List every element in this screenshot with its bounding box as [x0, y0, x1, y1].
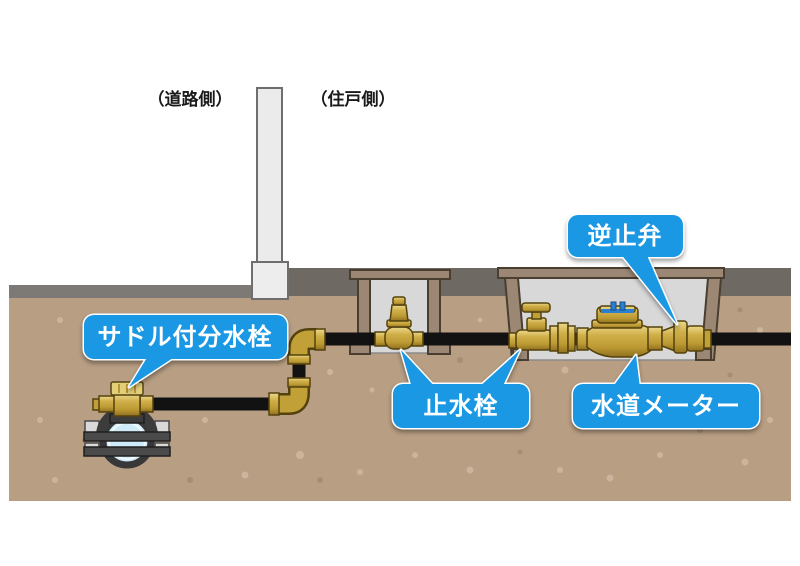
elbow-upper-flange	[287, 354, 311, 365]
callout-stop-valve: 止水栓	[391, 348, 531, 430]
check-valve-body	[686, 325, 705, 352]
corp-valve-body	[113, 393, 141, 417]
soil-speckle	[517, 449, 523, 455]
elbow-lower	[268, 377, 311, 416]
soil-speckle	[296, 451, 304, 459]
meter-lid-stripe	[601, 309, 634, 313]
water-main-assembly	[83, 381, 171, 469]
soil-speckle	[741, 458, 749, 466]
soil-speckle	[327, 369, 333, 375]
valve2-bonnet	[526, 317, 547, 332]
valve2-handle	[521, 302, 551, 313]
valve-box-lid-frame	[349, 269, 451, 280]
elbow-lower-nut	[268, 392, 280, 416]
soil-speckle	[657, 452, 663, 458]
elbow-lower-flange	[287, 377, 311, 388]
soil-speckle	[757, 327, 763, 333]
post-base	[251, 261, 289, 300]
clamp-bar-bottom	[83, 446, 171, 457]
valve1-stem	[389, 304, 409, 322]
valve1-tip	[392, 296, 406, 306]
boundary-post	[251, 87, 289, 300]
soil-speckle	[202, 417, 208, 423]
corp-valve-right-nut	[139, 395, 154, 413]
check-valve-collar	[703, 329, 712, 349]
soil-speckle	[369, 387, 375, 393]
reducer-fitting	[661, 324, 676, 353]
valve2-stem	[531, 311, 542, 320]
clamp-bar-top	[83, 431, 171, 442]
post-pillar	[256, 87, 283, 264]
meter-box-lid-frame	[497, 267, 725, 279]
road-surface	[9, 285, 252, 298]
callout-water-meter: 水道メーター	[571, 353, 761, 430]
meter-lid-clip	[610, 301, 617, 311]
soil-speckle	[477, 317, 483, 323]
soil-speckle	[767, 417, 773, 423]
callout-saddle-tap: サドル付分水栓	[82, 313, 289, 389]
check-valve-flange	[673, 320, 688, 354]
soil-speckle	[606, 474, 614, 482]
soil-speckle	[52, 477, 58, 483]
corp-valve-left-nut	[98, 395, 116, 413]
soil-speckle	[561, 366, 569, 374]
soil-speckle	[727, 372, 733, 378]
soil-speckle	[57, 317, 63, 323]
union-center	[557, 322, 569, 354]
valve1-body	[384, 326, 414, 350]
meter-train	[508, 301, 712, 358]
callout-saddle-tap-label: サドル付分水栓	[98, 324, 273, 351]
soil-speckle	[241, 471, 249, 479]
meter-body	[586, 323, 654, 358]
soil-speckle	[187, 477, 193, 483]
soil-speckle	[357, 469, 363, 475]
elbow-upper	[287, 328, 326, 365]
soil-speckle	[37, 417, 43, 423]
union-ring-right	[567, 325, 576, 352]
stop-valve-1	[374, 296, 424, 350]
soil-speckle	[317, 477, 323, 483]
road-side-label: （道路側）	[148, 89, 233, 109]
house-side-label: （住戸側）	[311, 89, 396, 109]
callout-check-valve-label: 逆止弁	[588, 222, 663, 250]
soil-speckle	[557, 467, 563, 473]
meter-lid-clip	[619, 301, 626, 311]
callout-stop-valve-label: 止水栓	[424, 393, 499, 420]
soil-speckle	[737, 307, 743, 313]
soil-speckle	[457, 357, 463, 363]
union-ring-left	[549, 325, 559, 352]
meter-outlet-coupling	[647, 326, 663, 351]
elbow-upper-nut	[314, 328, 326, 351]
callout-water-meter-label: 水道メーター	[591, 392, 741, 420]
soil-speckle	[412, 452, 418, 458]
callout-check-valve: 逆止弁	[566, 213, 685, 326]
valve2-body	[515, 329, 553, 351]
soil-speckle	[466, 466, 474, 474]
